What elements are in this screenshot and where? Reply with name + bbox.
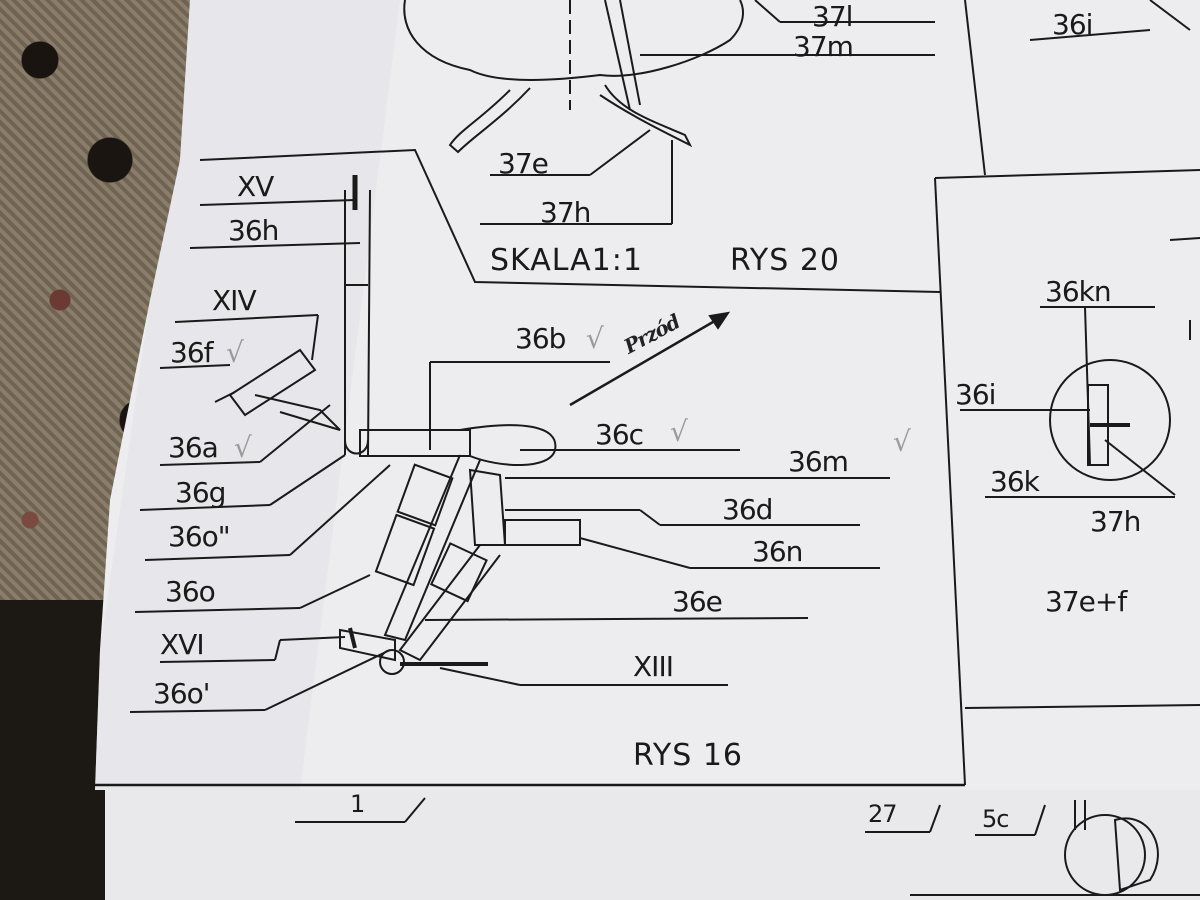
label-37h: 37h <box>540 196 591 229</box>
check-mark-36m: √ <box>893 425 911 458</box>
label-36k: 36k <box>990 465 1040 498</box>
label-xv: XV <box>237 170 274 203</box>
label-36i: 36i <box>955 378 996 411</box>
rys16-title: RYS 16 <box>633 738 744 773</box>
label-1: 1 <box>350 790 365 818</box>
label-36o-prime: 36o' <box>153 677 210 710</box>
label-36n: 36n <box>752 535 803 568</box>
label-36o-double-prime: 36o" <box>168 520 231 553</box>
check-mark-36c: √ <box>670 415 688 448</box>
scale-label: SKALA1:1 <box>490 243 643 278</box>
check-mark-36b: √ <box>586 322 604 355</box>
label-37l: 37l <box>812 0 853 33</box>
label-xiv: XIV <box>212 284 257 317</box>
check-mark-36a: √ <box>234 431 252 464</box>
label-36b: 36b <box>515 322 566 355</box>
label-xiii: XIII <box>633 650 674 683</box>
label-37e-f: 37e+f <box>1045 585 1127 618</box>
check-mark-36f: √ <box>226 336 244 369</box>
label-5c: 5c <box>982 805 1009 833</box>
label-27: 27 <box>868 800 898 828</box>
label-36f: 36f <box>170 336 213 369</box>
lower-page <box>105 790 1200 900</box>
label-36e: 36e <box>672 585 723 618</box>
label-36c: 36c <box>595 418 644 451</box>
label-xvi: XVI <box>160 628 205 661</box>
rys20-title: RYS 20 <box>730 243 841 278</box>
label-36d: 36d <box>722 493 773 526</box>
label-36m: 36m <box>788 445 849 478</box>
label-36a: 36a <box>168 431 219 464</box>
label-37h-right: 37h <box>1090 505 1141 538</box>
label-36i-top: 36i <box>1052 8 1093 41</box>
rys20-frame-line <box>199 148 941 293</box>
label-36kn: 36kn <box>1045 275 1112 308</box>
label-36o: 36o <box>165 575 216 608</box>
label-36g: 36g <box>175 476 226 509</box>
label-36h: 36h <box>228 214 279 247</box>
label-37m: 37m <box>793 30 854 63</box>
label-37e: 37e <box>498 147 549 180</box>
